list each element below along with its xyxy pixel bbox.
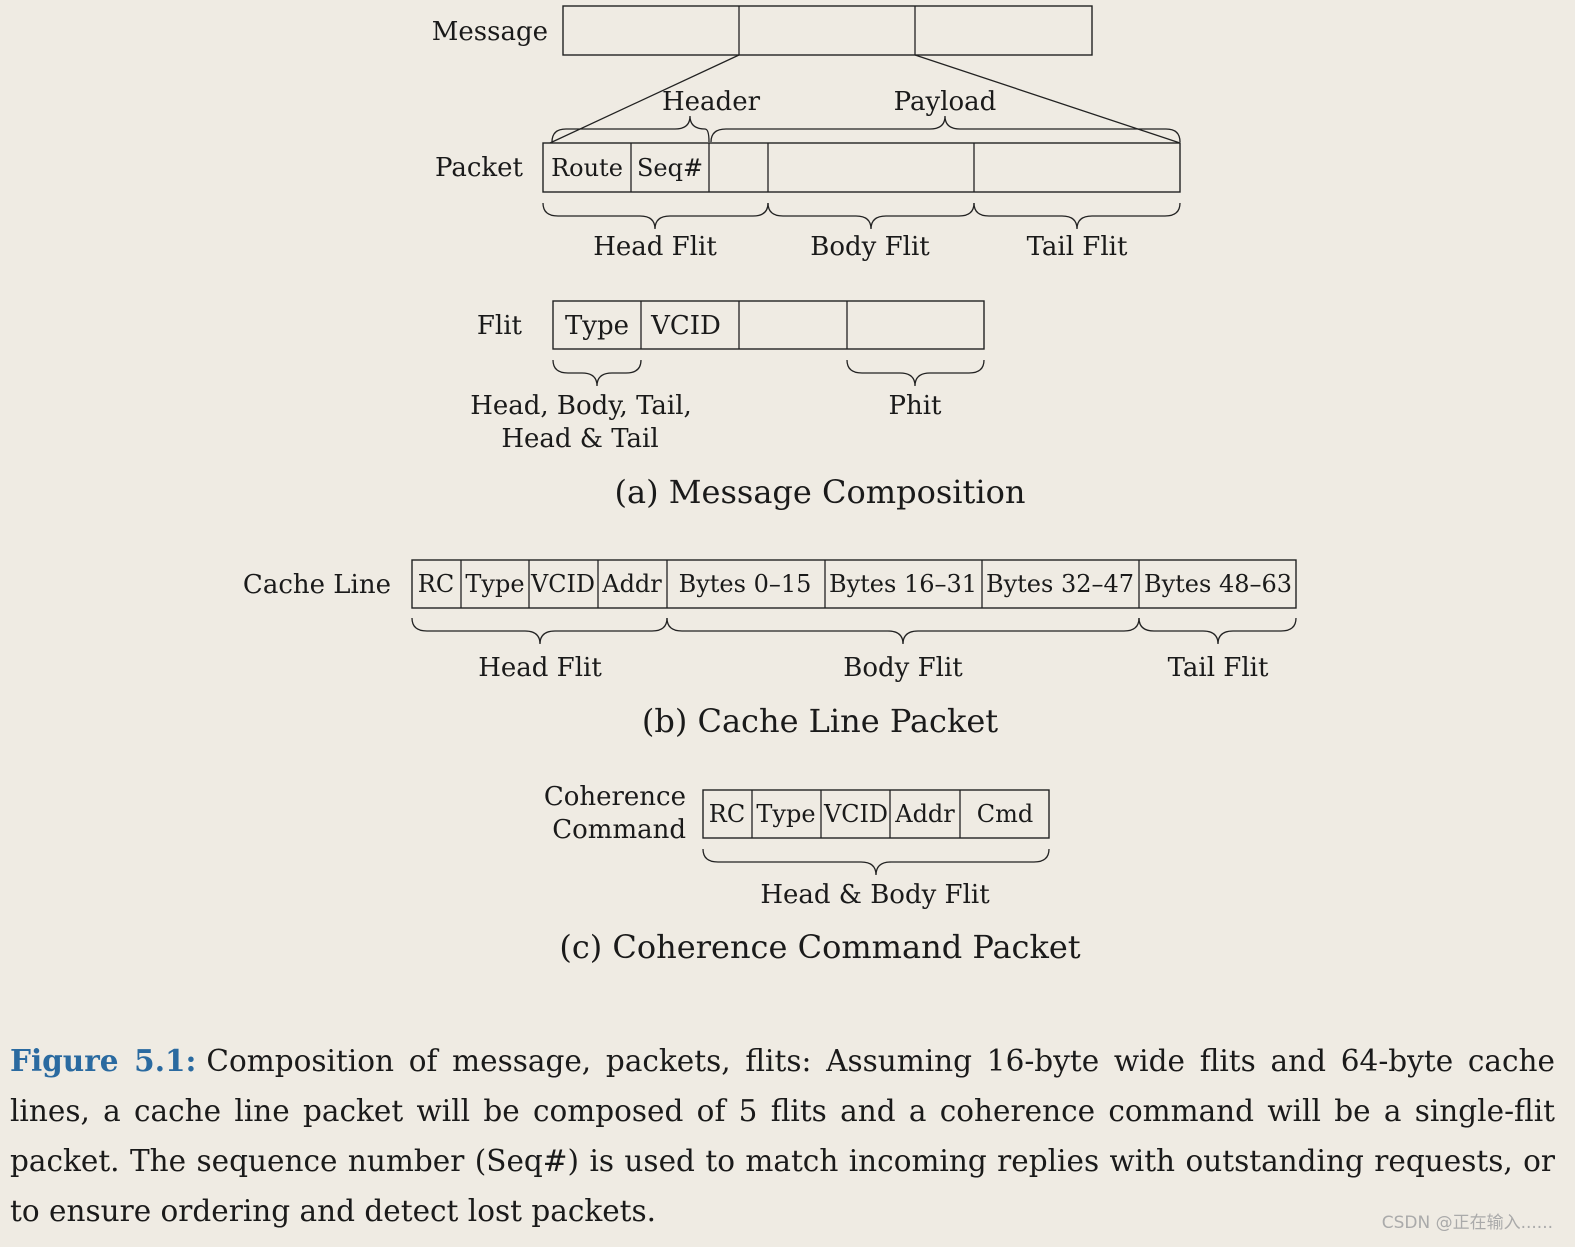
flit-box (552, 300, 985, 350)
packet-body-flit-label: Body Flit (810, 232, 930, 262)
type-values-line1: Head, Body, Tail, (470, 391, 692, 421)
coherence-cell-cmd: Cmd (977, 800, 1033, 828)
head-body-flit-label: Head & Body Flit (760, 880, 990, 910)
cache-cell-type: Type (465, 570, 524, 598)
figure-caption-text: Composition of message, packets, flits: … (10, 1044, 1555, 1228)
cache-line-label: Cache Line (243, 570, 391, 600)
header-brace (551, 115, 710, 143)
figure-caption: Figure 5.1:Composition of message, packe… (10, 1036, 1555, 1236)
packet-head-flit-brace (542, 202, 769, 230)
packet-label: Packet (435, 153, 524, 183)
payload-expansion-line (914, 54, 1181, 144)
phit-brace (846, 359, 985, 387)
cache-cell-vcid: VCID (530, 570, 595, 598)
packet-box (542, 142, 1181, 193)
payload-brace (710, 115, 1181, 143)
cache-cell-rc: RC (418, 570, 454, 598)
flit-label: Flit (477, 311, 523, 341)
cache-head-flit-label: Head Flit (478, 653, 602, 683)
head-body-flit-brace (702, 848, 1050, 876)
cache-cell-addr: Addr (601, 570, 662, 598)
cache-cell-bytes-0-15: Bytes 0–15 (679, 570, 812, 598)
coherence-cell-addr: Addr (894, 800, 955, 828)
figure-caption-label: Figure 5.1: (10, 1043, 197, 1078)
caption-b: (b) Cache Line Packet (642, 702, 998, 740)
cache-tail-flit-brace (1138, 617, 1297, 645)
type-cell: Type (565, 311, 629, 341)
message-box (562, 5, 1093, 56)
seq-cell: Seq# (637, 154, 703, 182)
caption-c: (c) Coherence Command Packet (559, 928, 1080, 966)
cache-head-flit-brace (411, 617, 668, 645)
cache-body-flit-brace (666, 617, 1140, 645)
route-cell: Route (551, 154, 623, 182)
cache-cell-bytes-16-31: Bytes 16–31 (829, 570, 977, 598)
cache-tail-flit-label: Tail Flit (1168, 653, 1269, 683)
caption-a: (a) Message Composition (615, 473, 1026, 511)
type-values-line2: Head & Tail (501, 424, 658, 454)
coherence-cell-rc: RC (709, 800, 745, 828)
vcid-cell: VCID (650, 311, 721, 341)
type-brace (552, 359, 642, 387)
cache-cell-bytes-32-47: Bytes 32–47 (986, 570, 1134, 598)
header-label: Header (662, 87, 761, 117)
coherence-cell-vcid: VCID (823, 800, 888, 828)
coherence-box (702, 789, 1050, 839)
packet-tail-flit-label: Tail Flit (1027, 232, 1128, 262)
watermark: CSDN @正在输入...... (1381, 1213, 1553, 1233)
payload-label: Payload (894, 87, 997, 117)
header-expansion-line (549, 54, 740, 144)
packet-body-flit-brace (767, 202, 975, 230)
coherence-label-line2: Command (552, 815, 686, 845)
message-label: Message (432, 17, 548, 47)
phit-label: Phit (888, 391, 942, 421)
coherence-label-line1: Coherence (544, 782, 686, 812)
packet-tail-flit-brace (973, 202, 1181, 230)
coherence-cell-type: Type (756, 800, 815, 828)
message-composition-diagram: Message Header Payload Packet Route Seq#… (243, 5, 1297, 966)
cache-line-box (411, 559, 1297, 609)
cache-body-flit-label: Body Flit (843, 653, 963, 683)
packet-head-flit-label: Head Flit (593, 232, 717, 262)
cache-cell-bytes-48-63: Bytes 48–63 (1144, 570, 1292, 598)
